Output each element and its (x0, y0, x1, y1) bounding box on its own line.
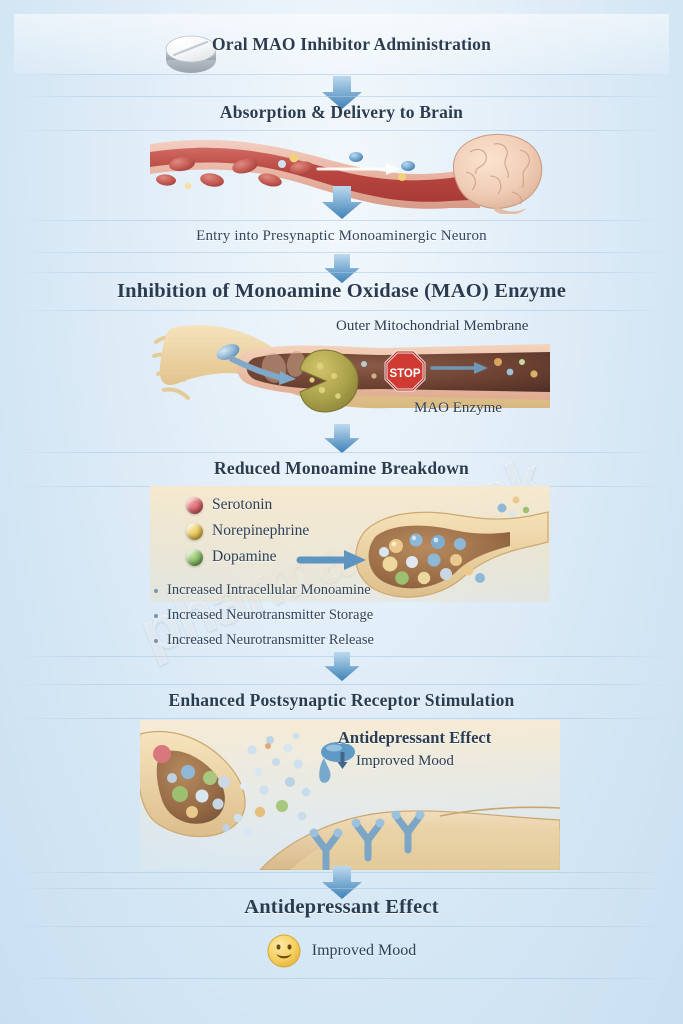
neurotransmitter-legend: Serotonin Norepinephrine Dopamine (186, 492, 309, 570)
label-mao-enzyme: MAO Enzyme (414, 400, 502, 416)
legend-label: Dopamine (212, 548, 277, 565)
callout-antidepressant-effect: Antidepressant Effect (338, 728, 492, 747)
bullet-dot-icon (154, 638, 158, 643)
callout-improved-mood: Improved Mood (336, 752, 454, 770)
label-outer-mitochondrial-membrane: Outer Mitochondrial Membrane (336, 318, 529, 334)
step-title-inhibition: Inhibition of Monoamine Oxidase (MAO) En… (117, 280, 566, 302)
legend-label: Norepinephrine (212, 522, 310, 539)
step-title-outcome: Antidepressant Effect (244, 896, 439, 918)
bullet-label: Increased Neurotransmitter Storage (167, 607, 374, 623)
pill-tablet-icon (160, 28, 222, 76)
bullet-item: Increased Neurotransmitter Storage (154, 603, 374, 628)
blood-vessel-to-brain-illustration (150, 128, 550, 214)
down-arrow-icon (337, 752, 348, 769)
legend-item: Serotonin (186, 492, 309, 518)
step-title-postsynaptic: Enhanced Postsynaptic Receptor Stimulati… (168, 690, 515, 710)
serotonin-bead-icon (186, 496, 203, 514)
section-administration (14, 14, 669, 74)
svg-text:STOP: STOP (389, 368, 420, 380)
norepinephrine-bead-icon (186, 522, 203, 540)
legend-item: Norepinephrine (186, 518, 309, 544)
step-title-administration: Oral MAO Inhibitor Administration (212, 34, 492, 54)
smiley-face-icon (267, 934, 301, 968)
legend-item: Dopamine (186, 544, 309, 570)
step-title-entry: Entry into Presynaptic Monoaminergic Neu… (196, 228, 487, 244)
bullet-label: Increased Neurotransmitter Release (167, 632, 374, 648)
flow-arrow-6 (316, 866, 368, 900)
outcome-result: Improved Mood (0, 932, 683, 970)
step-title-reduced-breakdown: Reduced Monoamine Breakdown (214, 458, 469, 478)
bullet-label: Increased Intracellular Monoamine (167, 582, 371, 598)
callout-improved-mood-label: Improved Mood (356, 752, 454, 769)
neuron-mitochondrion-mao-illustration: STOP (150, 312, 550, 422)
synapse-receptors-illustration (140, 720, 560, 870)
step-title-absorption: Absorption & Delivery to Brain (219, 102, 464, 122)
axon-terminal-vesicles-illustration (150, 486, 550, 610)
outcome-result-label: Improved Mood (311, 942, 417, 959)
bullet-item: Increased Intracellular Monoamine (154, 578, 374, 603)
flow-arrow-4 (319, 424, 365, 454)
flow-arrow-2 (316, 186, 368, 220)
flow-arrow-1 (316, 76, 368, 110)
reduced-breakdown-bullets: Increased Intracellular Monoamine Increa… (154, 578, 374, 653)
flow-arrow-3 (319, 254, 365, 284)
bullet-dot-icon (154, 613, 158, 618)
legend-label: Serotonin (212, 496, 273, 513)
flow-arrow-5 (319, 652, 365, 682)
bullet-item: Increased Neurotransmitter Release (154, 628, 374, 653)
dopamine-bead-icon (186, 548, 203, 566)
bullet-dot-icon (154, 588, 158, 593)
